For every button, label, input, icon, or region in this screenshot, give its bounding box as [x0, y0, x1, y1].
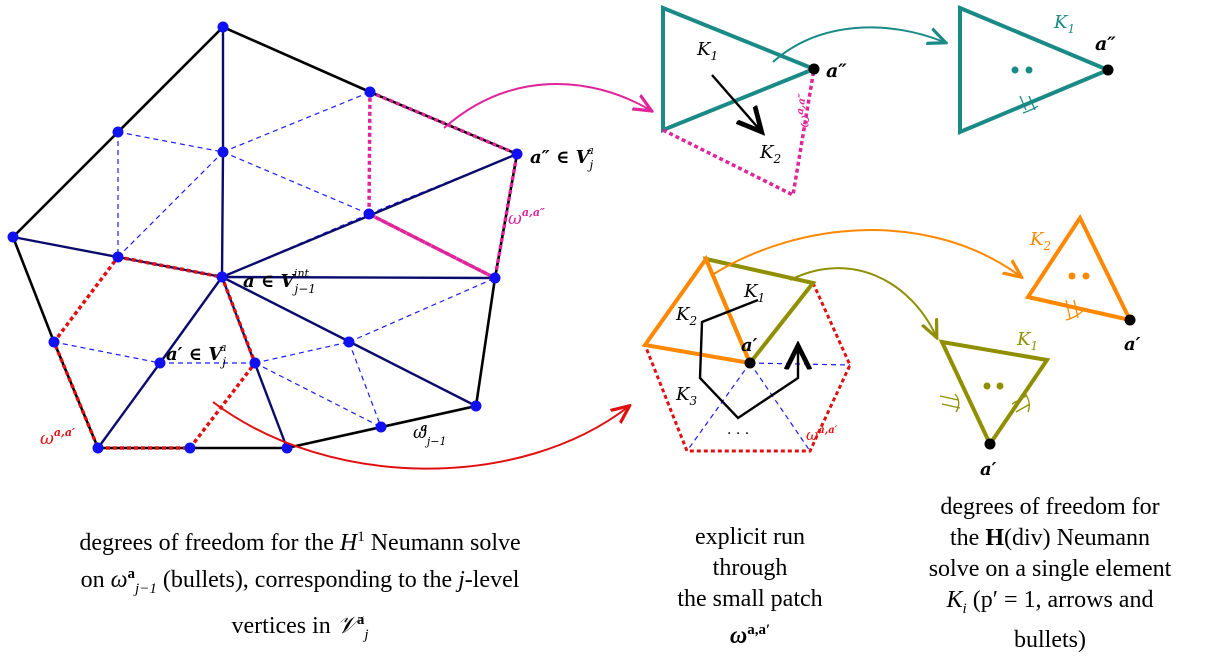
label-a1-orange: a′: [1124, 334, 1141, 355]
label-K1-patch: K1: [743, 281, 765, 305]
label-K1-top: K1: [696, 39, 718, 63]
patch-a-a2-dashed-boundary: [662, 68, 816, 198]
vertex: [249, 357, 261, 369]
vertex: [364, 86, 376, 98]
dof-bullet: [983, 382, 991, 390]
label-omega-a-a2: ωa,a″: [508, 206, 545, 229]
vertex: [281, 442, 293, 454]
vertex: [489, 272, 501, 284]
label-K2-orange: K2: [1029, 229, 1051, 253]
label-K2-top: K2: [759, 142, 781, 166]
run-arrow: [711, 74, 760, 130]
label-a-interior: a ∈ Vj−1int: [243, 267, 316, 296]
label-a2-right: a″: [1095, 33, 1116, 55]
label-K2-patch: K2: [675, 304, 697, 328]
arrow-to-patch-a-a1: [212, 401, 628, 470]
caption-middle-line4: ωa,a′: [729, 622, 771, 649]
label-a1-patch: a′: [741, 335, 758, 356]
mesh-vertices: [7, 21, 523, 454]
label-a1-vertex: a′ ∈ Vja: [166, 341, 227, 369]
vertex: [112, 251, 124, 263]
element-K1-top: [661, 5, 820, 133]
coarse-mesh: a ∈ Vj−1int a″ ∈ Vja a′ ∈ Vja ωa,a″ ωa,a…: [7, 21, 594, 454]
label-omega-a-a2-top: ωa,a″: [793, 93, 817, 129]
label-omega-j-1: ωj−1a: [413, 421, 447, 448]
vertex-a1: [744, 357, 756, 369]
fine-edge: [749, 362, 851, 366]
vertex: [7, 231, 19, 243]
vertex: [184, 442, 196, 454]
vertex: [470, 400, 482, 412]
vertex: [154, 357, 166, 369]
element-K1-teal: K1 a″: [958, 4, 1116, 136]
arrow-to-K2-orange: [711, 229, 1020, 276]
caption-right-line4: Ki (p′ = 1, arrows and: [946, 587, 1154, 617]
dof-arrow: [939, 393, 961, 413]
vertex: [217, 21, 229, 33]
fine-mesh-dashed-edges: [12, 91, 518, 449]
fine-edge: [749, 362, 811, 452]
vertex: [217, 146, 229, 158]
patch-a-a2-outline: [367, 90, 519, 281]
element-K1-olive: [702, 256, 817, 367]
vertex-a2: [808, 63, 820, 75]
patch-a-a2-diagonal: [368, 212, 496, 280]
coarse-boundary-edges: [11, 25, 519, 450]
label-a2-vertex: a″ ∈ Vja: [530, 144, 594, 172]
vertex: [48, 336, 60, 348]
vertex: [343, 336, 355, 348]
caption-left: degrees of freedom for the H1 Neumann so…: [20, 522, 580, 651]
caption-middle: explicit run through the small patch ωa,…: [640, 522, 860, 652]
label-dots: · · ·: [727, 426, 749, 442]
caption-left-line2: on ωaj−1 (bullets), corresponding to the…: [80, 566, 520, 597]
caption-left-line1: degrees of freedom for the H1 Neumann so…: [79, 529, 521, 556]
caption-right: degrees of freedom for the H(div) Neuman…: [890, 492, 1210, 656]
coarse-interior-edges: [12, 27, 518, 449]
arrow-to-K1-olive: [789, 267, 936, 336]
label-K1-olive: K1: [1016, 329, 1038, 353]
patch-a-a1-dashed-boundary: [643, 282, 852, 453]
vertex-a1-olive: [984, 438, 996, 450]
element-K1-olive-single: K1 a′: [938, 329, 1051, 480]
label-K3-patch: K3: [675, 384, 697, 408]
dof-arrow: [1011, 391, 1031, 413]
dof-bullet: [1011, 66, 1019, 74]
label-omega-a-a1: ωa,a′: [40, 426, 75, 449]
caption-right-line2: the H(div) Neumann: [950, 525, 1150, 551]
dof-bullet: [1025, 66, 1033, 74]
arrow-to-patch-a-a2: [443, 83, 650, 129]
label-omega-a-a1-patch: ωa,a′: [806, 425, 838, 444]
vertex: [112, 126, 124, 138]
dof-bullet: [996, 382, 1004, 390]
run-path: [698, 298, 798, 420]
fine-edge: [686, 362, 751, 452]
patch-a-a1-detail: K1 K2 K3 a′ · · · ωa,a′: [641, 254, 852, 453]
vertex: [511, 148, 523, 160]
element-K2-orange-single: K2 a′: [1024, 213, 1141, 355]
label-K1-teal: K1: [1053, 12, 1075, 36]
dof-bullet: [1068, 272, 1076, 280]
arrow-to-K1-top-right: [772, 26, 944, 63]
element-K2-orange: [641, 254, 754, 366]
dof-arrow: [1065, 299, 1085, 321]
vertex: [216, 271, 228, 283]
vertex: [363, 208, 375, 220]
label-a2-top: a″: [826, 60, 847, 82]
dof-bullet: [1082, 272, 1090, 280]
vertex-a2-right: [1102, 64, 1114, 76]
caption-left-line3: vertices in 𝒱aj: [231, 611, 369, 643]
vertex-a1-orange: [1124, 314, 1136, 326]
patch-a-a2-detail: K1 K2 a″ ωa,a″: [661, 5, 847, 198]
vertex: [375, 421, 387, 433]
dof-arrow: [1019, 95, 1039, 114]
vertex: [92, 442, 104, 454]
label-a1-olive: a′: [980, 459, 997, 480]
